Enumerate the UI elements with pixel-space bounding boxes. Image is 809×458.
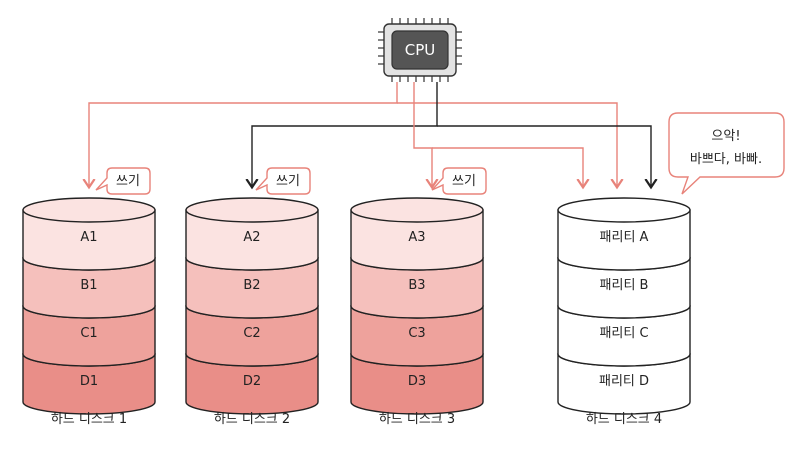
disk-segment-top: [185, 197, 319, 223]
block-label: B3: [408, 278, 425, 293]
block-label: 패리티 C: [599, 326, 648, 341]
disk-caption: 하드 디스크 4: [586, 412, 662, 427]
block-label: C3: [408, 326, 425, 341]
disk-segment: [557, 257, 691, 319]
cpu-chip: CPU: [378, 18, 462, 82]
write-bubble-disk1: 쓰기: [95, 167, 151, 195]
disk-segment: [350, 209, 484, 271]
block-label: 패리티 D: [599, 374, 649, 389]
write-bubble-disk3: 쓰기: [431, 167, 487, 195]
write-label: 쓰기: [452, 174, 476, 189]
disk-segment: [185, 353, 319, 415]
disk-array: D1 C1 B1 A1 하드 디스크 1 D2 C2 B2 A2 하드 디스크 2 D3 C3 B3 A3…: [22, 197, 691, 427]
disk-segment: [22, 209, 156, 271]
write-bubble-disk2: 쓰기: [255, 167, 311, 195]
hard-disk-4: 패리티 D 패리티 C 패리티 B 패리티 A 하드 디스크 4: [557, 197, 691, 427]
block-label: C2: [243, 326, 260, 341]
cpu-pins: [378, 18, 462, 82]
block-label: 패리티 A: [600, 230, 649, 245]
parity-busy-line2: 바쁘다, 바빠.: [690, 152, 762, 167]
disk-caption: 하드 디스크 2: [214, 412, 290, 427]
parity-path-red-2: [432, 147, 583, 186]
cpu-label: CPU: [405, 41, 436, 59]
parity-busy-line1: 으악!: [711, 129, 740, 144]
connection-lines: [89, 82, 651, 186]
disk-segment: [557, 305, 691, 367]
cpu-core: [391, 30, 449, 70]
block-label: 패리티 B: [600, 278, 649, 293]
disk-segment-top: [350, 197, 484, 223]
disk-caption: 하드 디스크 3: [379, 412, 455, 427]
block-label: D1: [80, 374, 98, 389]
parity-path-black: [437, 125, 651, 186]
block-label: A3: [408, 230, 425, 245]
disk-segment-top: [22, 197, 156, 223]
write-label: 쓰기: [276, 174, 300, 189]
disk-segment-top: [557, 197, 691, 223]
block-label: B1: [80, 278, 97, 293]
disk-segment: [185, 257, 319, 319]
disk-segment: [350, 257, 484, 319]
block-label: A2: [243, 230, 260, 245]
disk-segment: [185, 209, 319, 271]
disk-segment: [350, 353, 484, 415]
parity-busy-bubble: 으악! 바쁘다, 바빠.: [668, 112, 785, 195]
write-label: 쓰기: [116, 174, 140, 189]
write-path-disk2: [252, 82, 438, 186]
parity-path-red-1: [397, 102, 617, 186]
hard-disk-3: D3 C3 B3 A3 하드 디스크 3: [350, 197, 484, 427]
disk-segment: [350, 305, 484, 367]
disk-segment: [185, 305, 319, 367]
write-path-disk3: [413, 82, 432, 186]
disk-caption: 하드 디스크 1: [51, 412, 127, 427]
disk-segment: [557, 209, 691, 271]
disk-segment: [557, 353, 691, 415]
block-label: D3: [408, 374, 426, 389]
block-label: B2: [243, 278, 260, 293]
block-label: D2: [243, 374, 261, 389]
write-path-disk1: [89, 82, 398, 186]
block-label: A1: [80, 230, 97, 245]
hard-disk-1: D1 C1 B1 A1 하드 디스크 1: [22, 197, 156, 427]
block-label: C1: [80, 326, 97, 341]
disk-segment: [22, 257, 156, 319]
hard-disk-2: D2 C2 B2 A2 하드 디스크 2: [185, 197, 319, 427]
disk-segment: [22, 353, 156, 415]
disk-segment: [22, 305, 156, 367]
